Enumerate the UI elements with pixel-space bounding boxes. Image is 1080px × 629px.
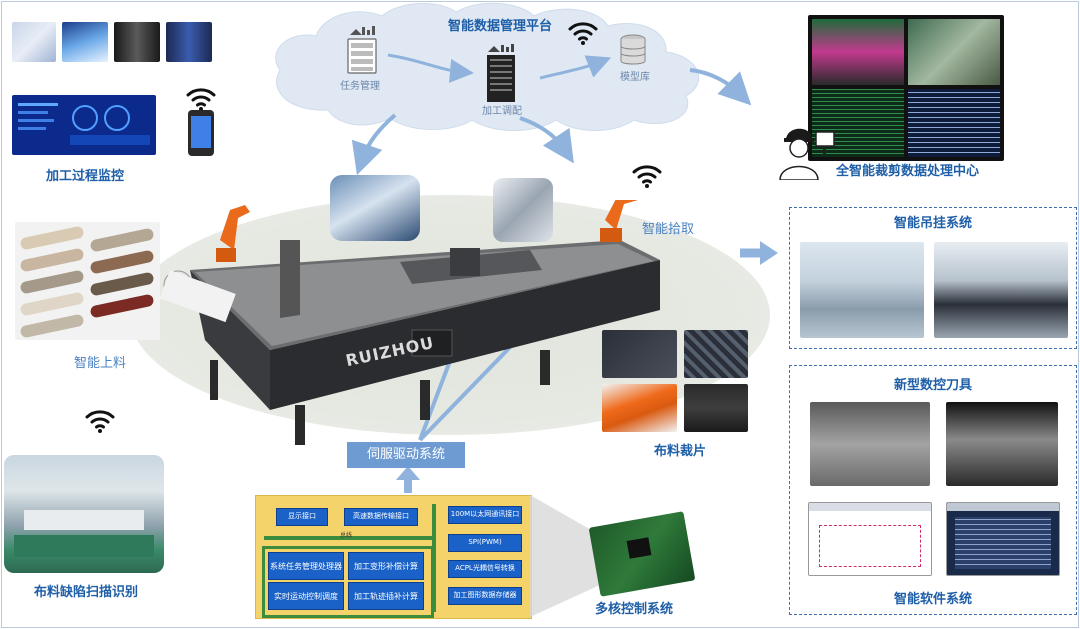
rack-server-icon bbox=[487, 44, 515, 102]
fabric-pieces-label: 布料裁片 bbox=[654, 444, 707, 459]
task-processor: 系统任务管理处理器 bbox=[268, 552, 344, 580]
fabric-piece-stack-photo bbox=[684, 384, 748, 432]
fabric-piece-orange-photo bbox=[602, 384, 677, 432]
cnc-tools-software-box: 新型数控刀具 智能软件系统 bbox=[789, 365, 1077, 615]
hs-data-interface: 高速数据传输接口 bbox=[344, 508, 418, 526]
fabric-defect-scan-photo bbox=[4, 455, 164, 573]
cutting-surface-zoom-photo bbox=[330, 175, 420, 241]
processor-frame: 系统任务管理处理器 加工变形补偿计算 实时运动控制调度 加工轨迹插补计算 bbox=[262, 546, 434, 618]
thumb-navy-suit-photo bbox=[166, 22, 212, 62]
display-interface: 显示接口 bbox=[276, 508, 328, 526]
process-dispatch-label: 加工调配 bbox=[482, 106, 522, 117]
wifi-icon bbox=[632, 165, 662, 188]
spi-pwm-interface: SPI(PWM) bbox=[448, 534, 522, 552]
control-system-board: 显示接口 高速数据传输接口 总线 100M以太网通讯接口 SPI(PWM) AC… bbox=[255, 495, 532, 619]
cutting-machine bbox=[159, 200, 660, 445]
cnc-tool-photo-2 bbox=[946, 402, 1058, 486]
control-pcb-photo bbox=[588, 505, 698, 597]
fabric-rolls-rack-photo bbox=[15, 222, 160, 340]
task-mgmt-label: 任务管理 bbox=[340, 81, 380, 92]
motion-control: 实时运动控制调度 bbox=[268, 582, 344, 610]
servo-drive-box: 伺服驱动系统 bbox=[347, 442, 465, 468]
acpl-optocoupler: ACPL光耦信号转换 bbox=[448, 560, 522, 578]
vertical-bus bbox=[432, 504, 436, 612]
hanging-system-title: 智能吊挂系统 bbox=[893, 216, 972, 231]
process-monitor-label: 加工过程监控 bbox=[46, 169, 125, 184]
hanging-rail-photo-1 bbox=[800, 242, 924, 338]
control-zoom-wedge bbox=[530, 495, 600, 617]
fabric-defect-label: 布料缺陷扫描识别 bbox=[34, 585, 139, 600]
monitor-wall-screens bbox=[808, 15, 1004, 161]
database-icon bbox=[620, 34, 646, 65]
wifi-icon bbox=[85, 410, 115, 433]
smart-loading-label: 智能上料 bbox=[74, 356, 127, 371]
model-lib-label: 模型库 bbox=[620, 72, 650, 83]
server-icon bbox=[347, 26, 377, 74]
wifi-icon bbox=[568, 22, 598, 45]
hanging-system-box: 智能吊挂系统 bbox=[789, 207, 1077, 349]
multicore-label: 多核控制系统 bbox=[595, 602, 674, 617]
software-system-title: 智能软件系统 bbox=[893, 592, 972, 607]
cnc-tools-title: 新型数控刀具 bbox=[893, 378, 972, 393]
wifi-icon bbox=[186, 88, 216, 111]
smart-pick-label: 智能拾取 bbox=[642, 222, 695, 237]
ethernet-interface: 100M以太网通讯接口 bbox=[448, 506, 522, 524]
hanging-rail-photo-2 bbox=[934, 242, 1068, 338]
software-screenshot-2 bbox=[946, 502, 1060, 576]
trajectory-interpolation: 加工轨迹插补计算 bbox=[348, 582, 424, 610]
engineer-icon bbox=[779, 128, 835, 180]
deform-compensation: 加工变形补偿计算 bbox=[348, 552, 424, 580]
cloud-title: 智能数据管理平台 bbox=[448, 19, 553, 34]
monitor-dashboard-screen bbox=[12, 95, 156, 155]
phone-icon bbox=[188, 110, 214, 156]
fabric-piece-dark-photo bbox=[602, 330, 677, 378]
bus-label: 总线 bbox=[340, 532, 353, 539]
cnc-tool-photo-1 bbox=[810, 402, 930, 486]
system-bus bbox=[264, 536, 432, 540]
fabric-piece-plaid-photo bbox=[684, 330, 748, 378]
thumb-train-photo bbox=[62, 22, 108, 62]
graphic-data-storage: 加工图形数据存储器 bbox=[448, 587, 522, 605]
data-center-label: 全智能裁剪数据处理中心 bbox=[836, 164, 980, 179]
thumb-suit-photo bbox=[114, 22, 160, 62]
thumb-aircraft-photo bbox=[12, 22, 56, 62]
software-screenshot-1 bbox=[808, 502, 932, 576]
pickup-head-zoom-photo bbox=[493, 178, 553, 242]
